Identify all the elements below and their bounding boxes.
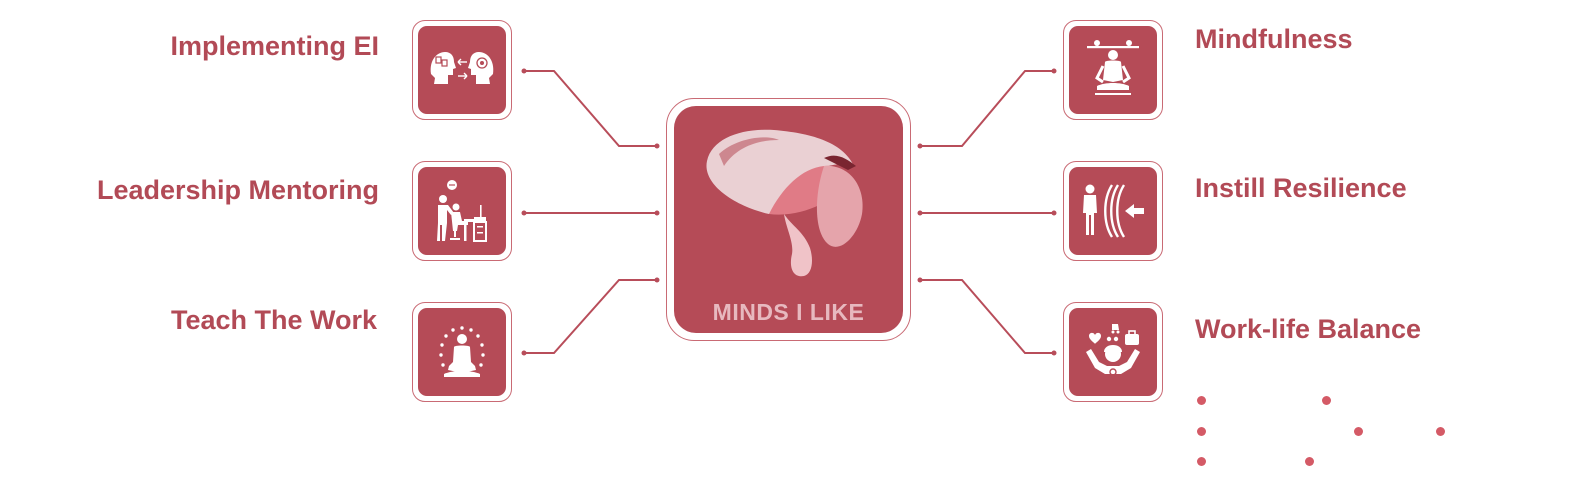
label-mindfulness: Mindfulness	[1195, 24, 1353, 54]
decor-dot	[1354, 427, 1363, 436]
connector-work-life-balance	[920, 279, 1054, 354]
balance-meditation-icon	[1087, 40, 1139, 95]
tile-mindfulness	[1063, 20, 1163, 120]
tile-instill-resilience	[1063, 161, 1163, 261]
decor-dot	[1197, 457, 1206, 466]
tile-work-life-balance	[1063, 302, 1163, 402]
tile-implementing-ei	[412, 20, 512, 120]
decor-dot	[1197, 396, 1206, 405]
brain-logo-icon	[706, 129, 863, 277]
label-leadership-mentoring: Leadership Mentoring	[96, 175, 379, 205]
brand-name: MINDS I LIKE	[712, 299, 865, 325]
tile-teach-the-work	[412, 302, 512, 402]
mentor-desk-icon	[437, 180, 487, 242]
decor-dot	[1322, 396, 1331, 405]
brand-card: MINDS I LIKE	[666, 98, 911, 341]
label-instill-resilience: Instill Resilience	[1195, 173, 1407, 203]
label-work-life-balance: Work-life Balance	[1195, 314, 1422, 344]
decor-dot	[1436, 427, 1445, 436]
tile-leadership-mentoring	[412, 161, 512, 261]
label-implementing-ei: Implementing EI	[170, 31, 379, 61]
brain-exchange-icon	[430, 52, 494, 84]
decor-dot	[1305, 457, 1314, 466]
connector-implementing-ei	[524, 70, 657, 147]
connector-teach-the-work	[524, 279, 657, 354]
resilience-icon	[1083, 184, 1144, 238]
family-balance-icon	[1086, 324, 1140, 379]
decor-dot	[1197, 427, 1206, 436]
meditation-icon	[439, 326, 485, 377]
label-teach-the-work: Teach The Work	[170, 305, 377, 335]
connector-mindfulness	[920, 70, 1054, 147]
